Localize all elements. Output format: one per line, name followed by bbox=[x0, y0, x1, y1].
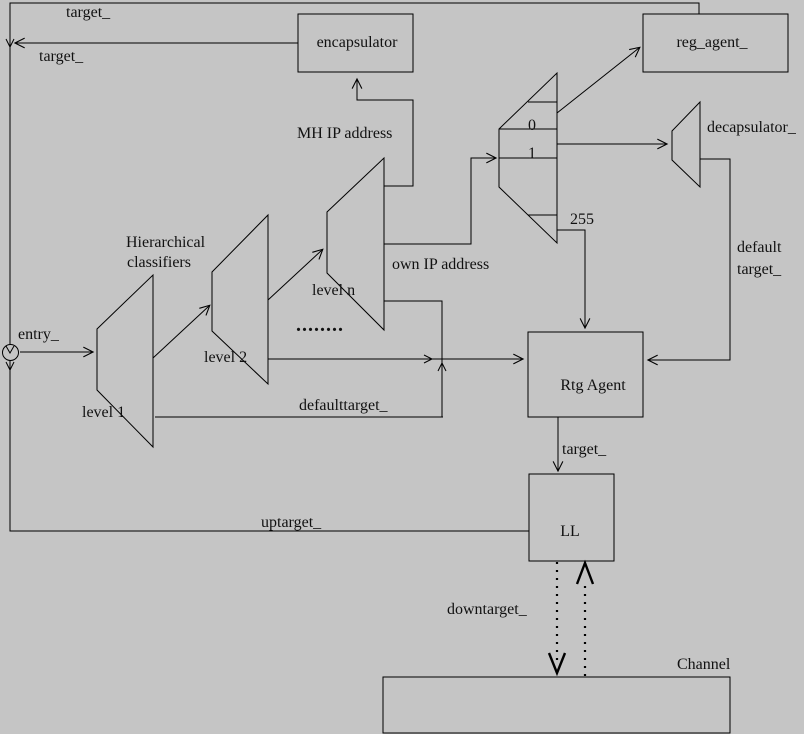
below-circle-arrow bbox=[5, 361, 15, 372]
decapsulator-label: decapsulator_ bbox=[707, 119, 797, 136]
mh-ip-label: MH IP address bbox=[297, 125, 392, 142]
rtg-agent-label: Rtg Agent bbox=[560, 377, 626, 394]
leveln-label: level n bbox=[312, 282, 355, 299]
level2-to-leveln-arrow bbox=[267, 248, 324, 301]
channel-box bbox=[382, 676, 731, 734]
target-rtg-label: target_ bbox=[562, 441, 607, 458]
reg-agent-target-loop-line bbox=[9, 2, 700, 344]
level2-classifier-shape bbox=[211, 213, 269, 386]
rtg-agent-box bbox=[527, 331, 644, 418]
decapsulator-default-target-line bbox=[646, 158, 731, 366]
leveln-default-line bbox=[384, 300, 443, 417]
default-target-label-line1: default bbox=[737, 239, 782, 256]
uptarget-label: uptarget_ bbox=[261, 514, 322, 531]
downtarget-label: downtarget_ bbox=[447, 601, 528, 618]
left-rail-down-arrow bbox=[5, 38, 15, 49]
reg-agent-box bbox=[642, 13, 789, 73]
level1-label: level 1 bbox=[82, 404, 125, 421]
address-demux-shape bbox=[498, 71, 558, 245]
uptarget-loop-line bbox=[9, 361, 529, 532]
default-line-chevron bbox=[423, 354, 434, 364]
entry-point-circle bbox=[2, 344, 19, 361]
ll-box bbox=[528, 473, 615, 562]
target-top-label: target_ bbox=[66, 4, 111, 21]
hierarchical-label-line1: Hierarchical bbox=[126, 234, 206, 251]
entry-circle-arrow bbox=[5, 345, 15, 355]
level1-classifier-shape bbox=[96, 273, 154, 449]
demux-slot1-label: 1 bbox=[528, 145, 536, 162]
demux-slot255-label: 255 bbox=[570, 211, 594, 228]
ellipsis-dots: ........ bbox=[296, 314, 344, 336]
decapsulator-shape bbox=[671, 100, 701, 189]
own-ip-label: own IP address bbox=[392, 256, 489, 273]
mh-ip-address-line bbox=[351, 77, 414, 187]
defaulttarget-label: defaulttarget_ bbox=[299, 397, 389, 414]
level1-to-level2-arrow bbox=[152, 304, 211, 359]
encapsulator-label: encapsulator bbox=[317, 34, 399, 51]
reg-agent-label: reg_agent_ bbox=[676, 34, 748, 51]
demux-slot0-label: 0 bbox=[528, 117, 536, 134]
default-target-label-line2: target_ bbox=[737, 261, 782, 278]
own-ip-address-line bbox=[384, 152, 498, 245]
target-left-label: target_ bbox=[39, 48, 84, 65]
channel-label: Channel bbox=[677, 656, 731, 673]
channel-up-arrowhead bbox=[575, 559, 595, 585]
demux-to-reg-agent-arrow bbox=[556, 46, 641, 114]
default-merge-up-arrow bbox=[437, 361, 447, 372]
ll-label: LL bbox=[560, 523, 580, 540]
leveln-classifier-shape bbox=[326, 156, 385, 332]
slot255-to-rtg-line bbox=[557, 229, 591, 330]
encapsulator-box bbox=[297, 13, 414, 73]
hierarchical-label-line2: classifiers bbox=[127, 254, 191, 271]
entry-label: entry_ bbox=[18, 326, 60, 343]
level2-label: level 2 bbox=[204, 349, 247, 366]
downtarget-arrowhead bbox=[547, 652, 567, 677]
